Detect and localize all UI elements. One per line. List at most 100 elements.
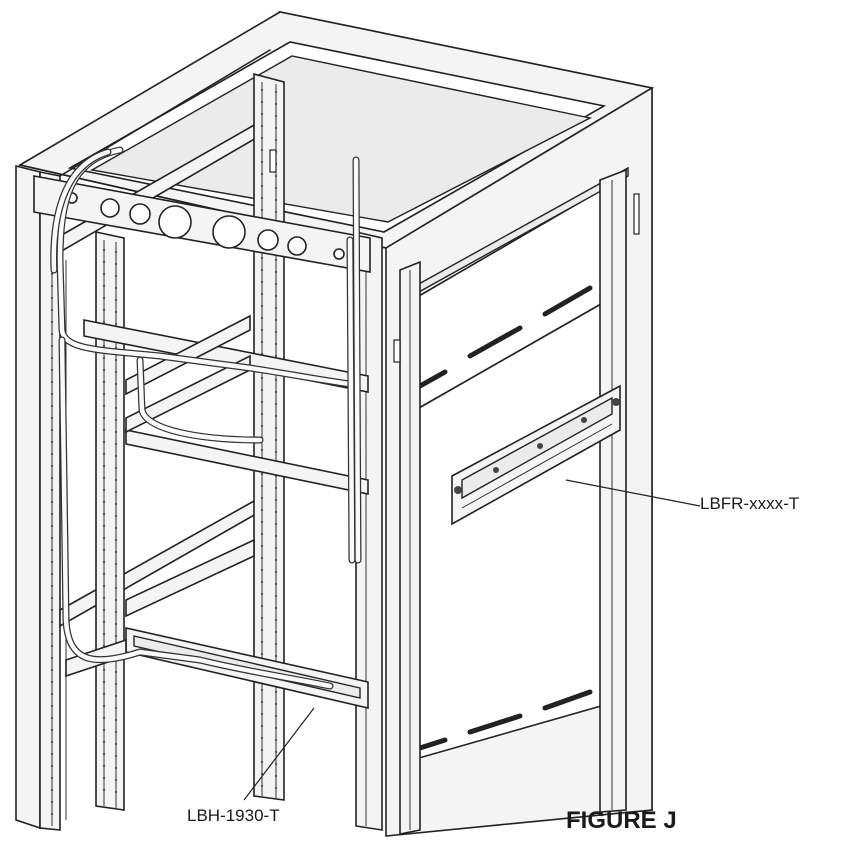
rail-hole	[102, 512, 106, 516]
rail-hole	[50, 380, 54, 384]
rail-hole	[50, 692, 54, 696]
rail-hole	[260, 88, 264, 92]
rail-hole	[260, 160, 264, 164]
rail-hole	[50, 776, 54, 780]
callout-lbh-label: LBH-1930-T	[187, 806, 280, 825]
rail-hole	[114, 394, 118, 398]
hinges	[269, 149, 640, 363]
rail-hole	[114, 670, 118, 674]
rail-hole	[114, 598, 118, 602]
rail-hole	[50, 476, 54, 480]
rail-hole	[274, 522, 278, 526]
rail-hole	[50, 428, 54, 432]
rail-hole	[114, 322, 118, 326]
rail-hole	[260, 724, 264, 728]
rail-hole	[260, 136, 264, 140]
rail-hole	[114, 526, 118, 530]
rail-hole	[50, 740, 54, 744]
rail-hole	[102, 284, 106, 288]
rail-hole	[102, 716, 106, 720]
rail-hole	[260, 112, 264, 116]
rail-hole	[274, 318, 278, 322]
rail-hole	[114, 286, 118, 290]
rail-hole	[114, 634, 118, 638]
rail-hole	[274, 114, 278, 118]
rail-hole	[102, 764, 106, 768]
rail-hole	[260, 544, 264, 548]
rail-hole	[114, 490, 118, 494]
rail-hole	[274, 426, 278, 430]
rail-hole	[114, 250, 118, 254]
rail-hole	[114, 562, 118, 566]
rail-hole	[274, 630, 278, 634]
rail-hole	[260, 388, 264, 392]
rail-hole	[114, 358, 118, 362]
leader-line-lbh	[243, 707, 315, 801]
rail-hole	[274, 774, 278, 778]
rail-hole	[260, 448, 264, 452]
rail-hole	[274, 546, 278, 550]
cables	[50, 146, 362, 690]
rail-hole	[114, 274, 118, 278]
rail-hole	[114, 442, 118, 446]
rail-hole	[102, 416, 106, 420]
rail-hole	[102, 596, 106, 600]
rail-hole	[260, 208, 264, 212]
rail-hole	[260, 604, 264, 608]
rail-hole	[102, 584, 106, 588]
rail-hole	[274, 282, 278, 286]
rail-hole	[114, 298, 118, 302]
rail-hole	[274, 498, 278, 502]
rail-hole	[50, 452, 54, 456]
rail-hole	[50, 464, 54, 468]
rail-hole	[274, 174, 278, 178]
rail-hole	[50, 488, 54, 492]
rail-hole	[260, 292, 264, 296]
rail-hole	[50, 572, 54, 576]
rail-hole	[102, 248, 106, 252]
rail-hole	[260, 688, 264, 692]
rail-hole	[50, 752, 54, 756]
rail-hole	[114, 586, 118, 590]
rail-hole	[50, 404, 54, 408]
rail-hole	[50, 704, 54, 708]
rail-hole	[274, 558, 278, 562]
rail-hole	[260, 400, 264, 404]
rail-hole	[114, 550, 118, 554]
rail-hole	[50, 296, 54, 300]
rail-hole	[114, 730, 118, 734]
rail-hole	[102, 728, 106, 732]
rail-hole	[102, 260, 106, 264]
rail-hole	[50, 668, 54, 672]
rail-hole	[260, 172, 264, 176]
rail-hole	[274, 570, 278, 574]
rail-hole	[50, 716, 54, 720]
rail-hole	[50, 728, 54, 732]
rail-hole	[50, 272, 54, 276]
rail-hole	[50, 344, 54, 348]
rail-hole	[274, 198, 278, 202]
rail-hole	[274, 294, 278, 298]
rail-hole	[102, 368, 106, 372]
rail-hole	[50, 416, 54, 420]
rail-hole	[102, 740, 106, 744]
rail-hole	[102, 476, 106, 480]
rail-hole	[102, 704, 106, 708]
rail-hole	[274, 702, 278, 706]
rail-hole	[260, 412, 264, 416]
rail-hole	[274, 654, 278, 658]
callout-lbfr-label: LBFR-xxxx-T	[700, 494, 800, 513]
rail-hole	[274, 714, 278, 718]
rail-hole	[50, 356, 54, 360]
rail-hole	[260, 280, 264, 284]
rail-hole	[102, 440, 106, 444]
rail-hole	[102, 308, 106, 312]
rail-hole	[260, 256, 264, 260]
rail-hole	[102, 500, 106, 504]
rail-hole	[260, 472, 264, 476]
rail-hole	[102, 620, 106, 624]
rail-hole	[50, 560, 54, 564]
rail-hole	[274, 138, 278, 142]
